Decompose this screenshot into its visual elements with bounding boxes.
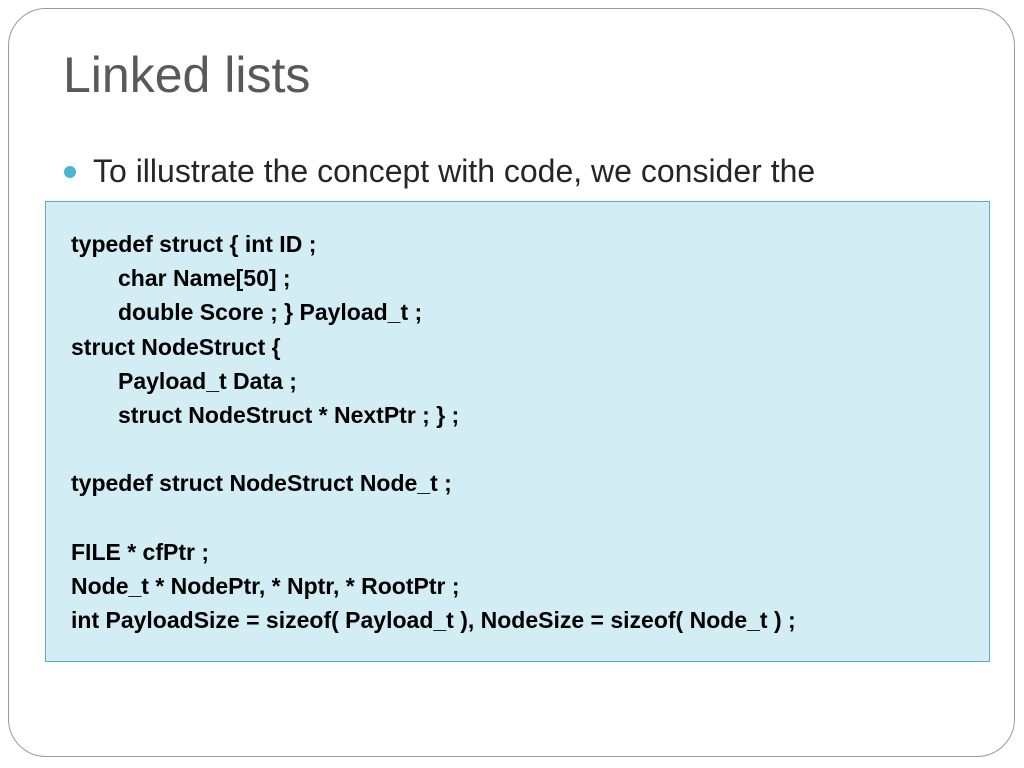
code-line: int PayloadSize = sizeof( Payload_t ), N… — [71, 607, 796, 634]
code-block: typedef struct { int ID ; char Name[50] … — [45, 201, 990, 662]
code-line: Node_t * NodePtr, * Nptr, * RootPtr ; — [71, 572, 460, 599]
code-line: typedef struct NodeStruct Node_t ; — [71, 470, 452, 497]
circle-bullet-icon — [64, 166, 76, 178]
code-line: struct NodeStruct * NextPtr ; } ; — [118, 401, 460, 428]
slide-title: Linked lists — [63, 47, 311, 103]
code-line: typedef struct { int ID ; — [71, 231, 317, 257]
code-line-blank — [71, 501, 989, 535]
code-line-blank — [71, 432, 989, 466]
code-line: Payload_t Data ; — [118, 367, 297, 394]
code-line: char Name[50] ; — [118, 265, 291, 292]
code-line: struct NodeStruct { — [71, 333, 281, 360]
bullet-item: To illustrate the concept with code, we … — [64, 150, 964, 202]
code-line: FILE * cfPtr ; — [71, 538, 210, 565]
code-line: double Score ; } Payload_t ; — [118, 299, 423, 326]
bullet-text: To illustrate the concept with code, we … — [93, 153, 816, 189]
